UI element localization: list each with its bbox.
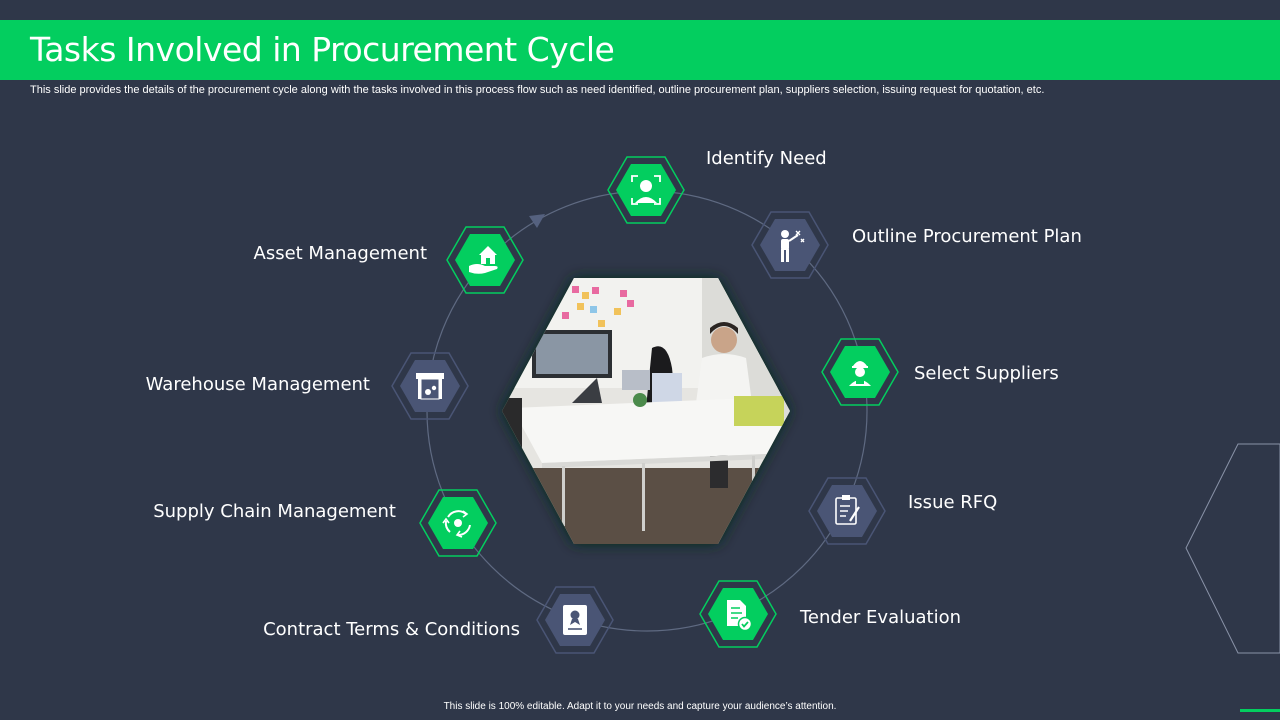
meeting-room-image bbox=[502, 278, 790, 544]
step-node-outline-procurement-plan bbox=[751, 211, 829, 279]
title-bar: Tasks Involved in Procurement Cycle bbox=[0, 20, 1280, 80]
sticky-notes bbox=[562, 286, 634, 327]
decorative-hexagon bbox=[1185, 443, 1280, 654]
slide-title: Tasks Involved in Procurement Cycle bbox=[30, 30, 615, 69]
step-node-issue-rfq bbox=[808, 477, 886, 545]
step-node-asset-management bbox=[446, 226, 524, 294]
recycle-gear-icon bbox=[442, 510, 471, 538]
step-label-issue-rfq: Issue RFQ bbox=[908, 492, 998, 513]
person-strategy-icon bbox=[781, 230, 805, 262]
document-check-icon bbox=[727, 600, 753, 632]
step-node-select-suppliers bbox=[821, 338, 899, 406]
step-label-warehouse-management: Warehouse Management bbox=[145, 374, 370, 395]
person-scan-icon bbox=[631, 175, 661, 205]
footer-note: This slide is 100% editable. Adapt it to… bbox=[443, 701, 837, 712]
warehouse-icon bbox=[416, 373, 444, 400]
step-node-warehouse-management bbox=[391, 352, 469, 420]
step-node-identify-need bbox=[607, 156, 685, 224]
step-node-supply-chain-management bbox=[419, 489, 497, 557]
clipboard-edit-icon bbox=[835, 495, 860, 525]
step-label-supply-chain-management: Supply Chain Management bbox=[153, 501, 396, 522]
step-label-asset-management: Asset Management bbox=[253, 243, 428, 264]
cycle-direction-arrow bbox=[529, 214, 545, 228]
step-node-contract-terms bbox=[536, 586, 614, 654]
corner-accent-line bbox=[1240, 709, 1280, 712]
step-label-contract-terms: Contract Terms & Conditions bbox=[263, 619, 520, 640]
step-label-outline-procurement-plan: Outline Procurement Plan bbox=[852, 226, 1082, 247]
step-label-tender-evaluation: Tender Evaluation bbox=[800, 607, 962, 628]
step-node-tender-evaluation bbox=[699, 580, 777, 648]
step-label-select-suppliers: Select Suppliers bbox=[914, 363, 1059, 384]
supplier-icon bbox=[849, 361, 871, 386]
center-photo bbox=[502, 278, 790, 544]
slide-subtitle: This slide provides the details of the p… bbox=[30, 84, 1045, 96]
contract-icon bbox=[563, 605, 587, 635]
hand-house-icon bbox=[469, 246, 498, 274]
step-label-identify-need: Identify Need bbox=[706, 148, 827, 169]
